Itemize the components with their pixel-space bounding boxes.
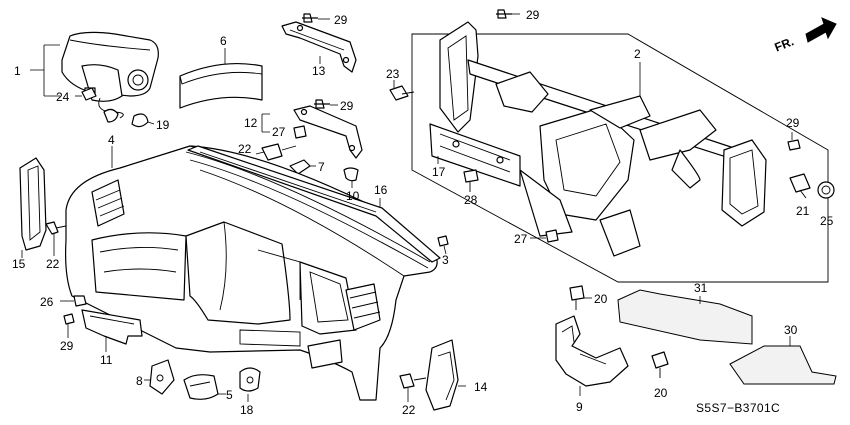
callout-11: 11 bbox=[100, 353, 113, 367]
bracket-17 bbox=[429, 123, 521, 187]
bolt-21 bbox=[789, 173, 811, 199]
callout-28: 28 bbox=[464, 193, 478, 207]
cover-8 bbox=[144, 359, 175, 395]
steering-hanger-beam bbox=[439, 21, 767, 257]
callout-9: 9 bbox=[576, 400, 583, 414]
clip-10 bbox=[343, 167, 359, 188]
grommet-25 bbox=[817, 181, 835, 199]
callout-17: 17 bbox=[432, 165, 446, 179]
airbag-module bbox=[61, 31, 159, 119]
bolt-20-lower bbox=[651, 351, 669, 378]
callout-31: 31 bbox=[694, 281, 708, 295]
bracket-13 bbox=[281, 21, 357, 73]
callout-18: 18 bbox=[240, 403, 254, 417]
clip-7 bbox=[289, 159, 316, 175]
clip-27-beam bbox=[530, 229, 559, 243]
callout-23: 23 bbox=[386, 67, 400, 81]
callout-8: 8 bbox=[136, 374, 143, 388]
bolt-29-beam-right bbox=[787, 132, 801, 151]
callout-27b: 27 bbox=[514, 232, 528, 246]
callout-13: 13 bbox=[312, 64, 326, 78]
clip-27-mid bbox=[293, 125, 307, 139]
bolt-23 bbox=[389, 80, 415, 101]
hanger-beam-frame bbox=[411, 33, 829, 283]
insulator-30 bbox=[729, 336, 837, 385]
diagram-code: S5S7−B3701C bbox=[696, 401, 780, 415]
bracket-1-lines bbox=[30, 44, 60, 97]
callout-10: 10 bbox=[346, 189, 360, 203]
callout-22a: 22 bbox=[238, 142, 252, 156]
bracket-12 bbox=[261, 105, 363, 159]
bolt-20-upper bbox=[569, 285, 592, 310]
connector-19 bbox=[103, 108, 155, 128]
bolt-29-beam-top bbox=[496, 9, 520, 19]
callout-20b: 20 bbox=[654, 386, 668, 400]
callout-20a: 20 bbox=[594, 292, 608, 306]
nut-26 bbox=[60, 295, 87, 307]
cover-5 bbox=[183, 374, 226, 400]
bolt-22-left bbox=[45, 221, 67, 256]
bolt-28 bbox=[463, 169, 479, 192]
callout-27a: 27 bbox=[272, 125, 286, 139]
callout-12: 12 bbox=[244, 116, 258, 130]
bolt-29-mid bbox=[314, 99, 338, 109]
bracket-9 bbox=[555, 315, 629, 396]
clip-3 bbox=[437, 235, 449, 255]
callout-19: 19 bbox=[156, 118, 170, 132]
clip-24 bbox=[75, 87, 97, 101]
callout-29c: 29 bbox=[60, 339, 74, 353]
cover-18 bbox=[239, 367, 261, 402]
front-direction-arrow-icon bbox=[805, 17, 837, 43]
callout-22c: 22 bbox=[402, 403, 416, 417]
callout-30: 30 bbox=[784, 323, 798, 337]
callout-29d: 29 bbox=[526, 8, 540, 22]
callout-7: 7 bbox=[318, 160, 325, 174]
instrument-panel bbox=[65, 145, 438, 401]
knee-panel-14 bbox=[425, 339, 466, 411]
side-cover-15 bbox=[19, 157, 47, 258]
callout-3: 3 bbox=[442, 253, 449, 267]
callout-21: 21 bbox=[796, 204, 810, 218]
direction-label: FR. bbox=[773, 34, 796, 54]
insulator-31 bbox=[617, 289, 753, 345]
callout-29a: 29 bbox=[334, 13, 348, 27]
bracket-11 bbox=[81, 309, 143, 352]
callout-25: 25 bbox=[820, 214, 834, 228]
callout-24: 24 bbox=[56, 90, 70, 104]
callout-6: 6 bbox=[220, 34, 227, 48]
callout-29b: 29 bbox=[340, 99, 354, 113]
callout-labels: 1 24 19 6 29 13 29 12 27 22 7 10 4 16 3 … bbox=[12, 8, 834, 417]
bolt-22-center bbox=[255, 143, 297, 161]
callout-15: 15 bbox=[12, 257, 26, 271]
callout-16: 16 bbox=[374, 183, 388, 197]
callout-1: 1 bbox=[14, 64, 21, 78]
callout-14: 14 bbox=[474, 380, 488, 394]
bolt-29-top bbox=[302, 13, 330, 23]
pad-6 bbox=[179, 48, 263, 109]
callout-4: 4 bbox=[108, 133, 115, 147]
bolt-22-right bbox=[399, 373, 427, 402]
callout-29e: 29 bbox=[786, 116, 800, 130]
callout-5: 5 bbox=[226, 388, 233, 402]
callout-26: 26 bbox=[40, 295, 54, 309]
defroster-grille-16 bbox=[187, 145, 441, 263]
callout-22b: 22 bbox=[46, 257, 60, 271]
callout-2: 2 bbox=[634, 47, 641, 61]
bolt-29-left bbox=[63, 313, 75, 338]
